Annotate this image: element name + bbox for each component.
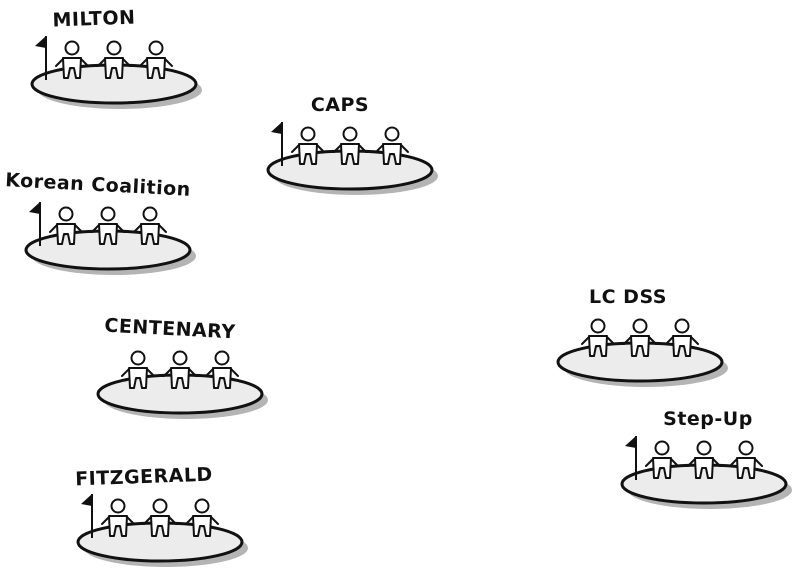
group-centenary: CENTENARY xyxy=(80,315,280,428)
flag-icon xyxy=(35,36,47,80)
platform-ellipse xyxy=(556,341,724,383)
platform-ellipse xyxy=(76,521,244,563)
group-korean-coalition: Korean Coalition xyxy=(5,169,208,284)
group-label-centenary: CENTENARY xyxy=(103,314,237,344)
flag-icon xyxy=(81,494,93,538)
group-step-up: Step-Up xyxy=(604,408,804,518)
team-icon xyxy=(556,318,728,387)
platform-ellipse xyxy=(620,463,788,505)
group-label-korean-coalition: Korean Coalition xyxy=(4,169,192,201)
group-milton: MILTON xyxy=(14,7,214,118)
people-figures xyxy=(55,40,173,79)
flag-icon xyxy=(625,436,637,480)
group-label-fitzgerald: FITZGERALD xyxy=(74,463,214,491)
people-figures xyxy=(581,318,699,357)
platform-ellipse xyxy=(30,63,198,105)
platform-ellipse xyxy=(24,229,192,271)
team-icon xyxy=(24,202,196,275)
group-label-step-up: Step-Up xyxy=(663,408,753,430)
group-label-milton: MILTON xyxy=(52,6,136,32)
platform-ellipse xyxy=(266,149,434,191)
team-icon xyxy=(76,494,248,567)
team-icon xyxy=(620,436,792,509)
platform-ellipse xyxy=(96,373,264,415)
group-caps: CAPS xyxy=(250,94,450,204)
people-figures xyxy=(121,350,239,389)
people-figures xyxy=(49,206,167,245)
flag-icon xyxy=(29,202,41,246)
group-fitzgerald: FITZGERALD xyxy=(60,464,260,573)
team-icon xyxy=(30,36,202,109)
group-lc-dss: LC DSS xyxy=(540,286,740,396)
team-icon xyxy=(96,350,268,419)
flag-icon xyxy=(271,122,283,166)
group-label-caps: CAPS xyxy=(310,94,370,116)
group-label-lc-dss: LC DSS xyxy=(589,286,667,308)
team-icon xyxy=(266,122,438,195)
people-figures xyxy=(101,498,219,537)
people-figures xyxy=(291,126,409,165)
people-figures xyxy=(645,440,763,479)
